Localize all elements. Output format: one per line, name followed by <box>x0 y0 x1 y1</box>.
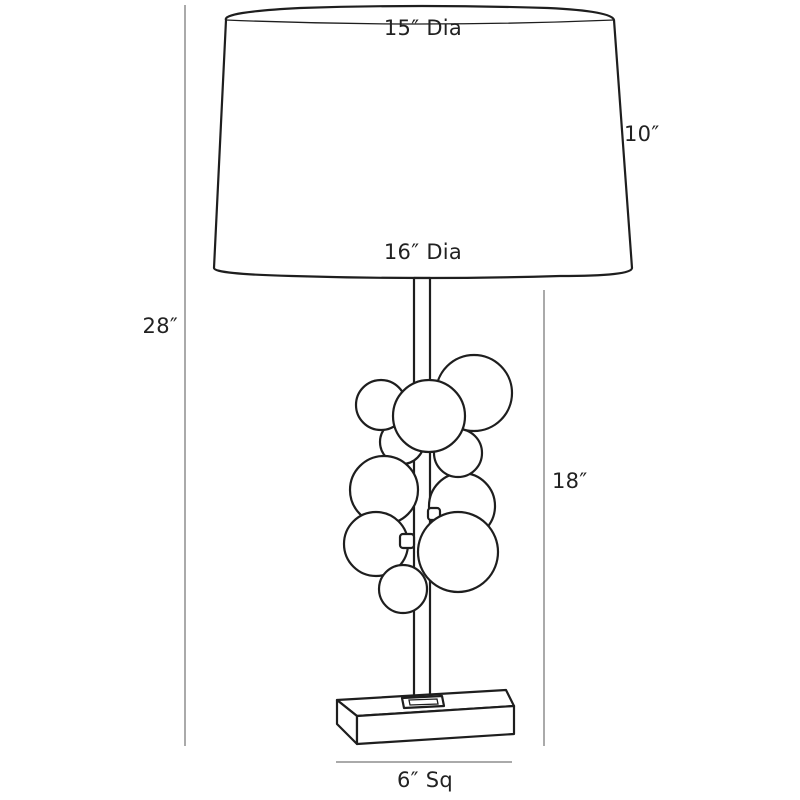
bubble-lower-right <box>416 510 500 594</box>
bubble-bottom <box>377 563 429 615</box>
overall-height-label: 28″ <box>143 314 178 338</box>
bubble-connector-left <box>398 532 416 550</box>
base-size-label: 6″ Sq <box>397 768 453 792</box>
glass-bubble-cluster <box>342 353 514 615</box>
shade-bottom-diameter-label: 16″ Dia <box>384 240 462 264</box>
base-to-shade-label: 18″ <box>552 469 587 493</box>
shade-top-diameter-label: 15″ Dia <box>384 16 462 40</box>
lamp-shade: 15″ Dia 16″ Dia <box>212 4 634 280</box>
shade-height-label: 10″ <box>624 122 659 146</box>
bubble-top-center <box>391 378 467 454</box>
lamp-base <box>335 688 516 746</box>
